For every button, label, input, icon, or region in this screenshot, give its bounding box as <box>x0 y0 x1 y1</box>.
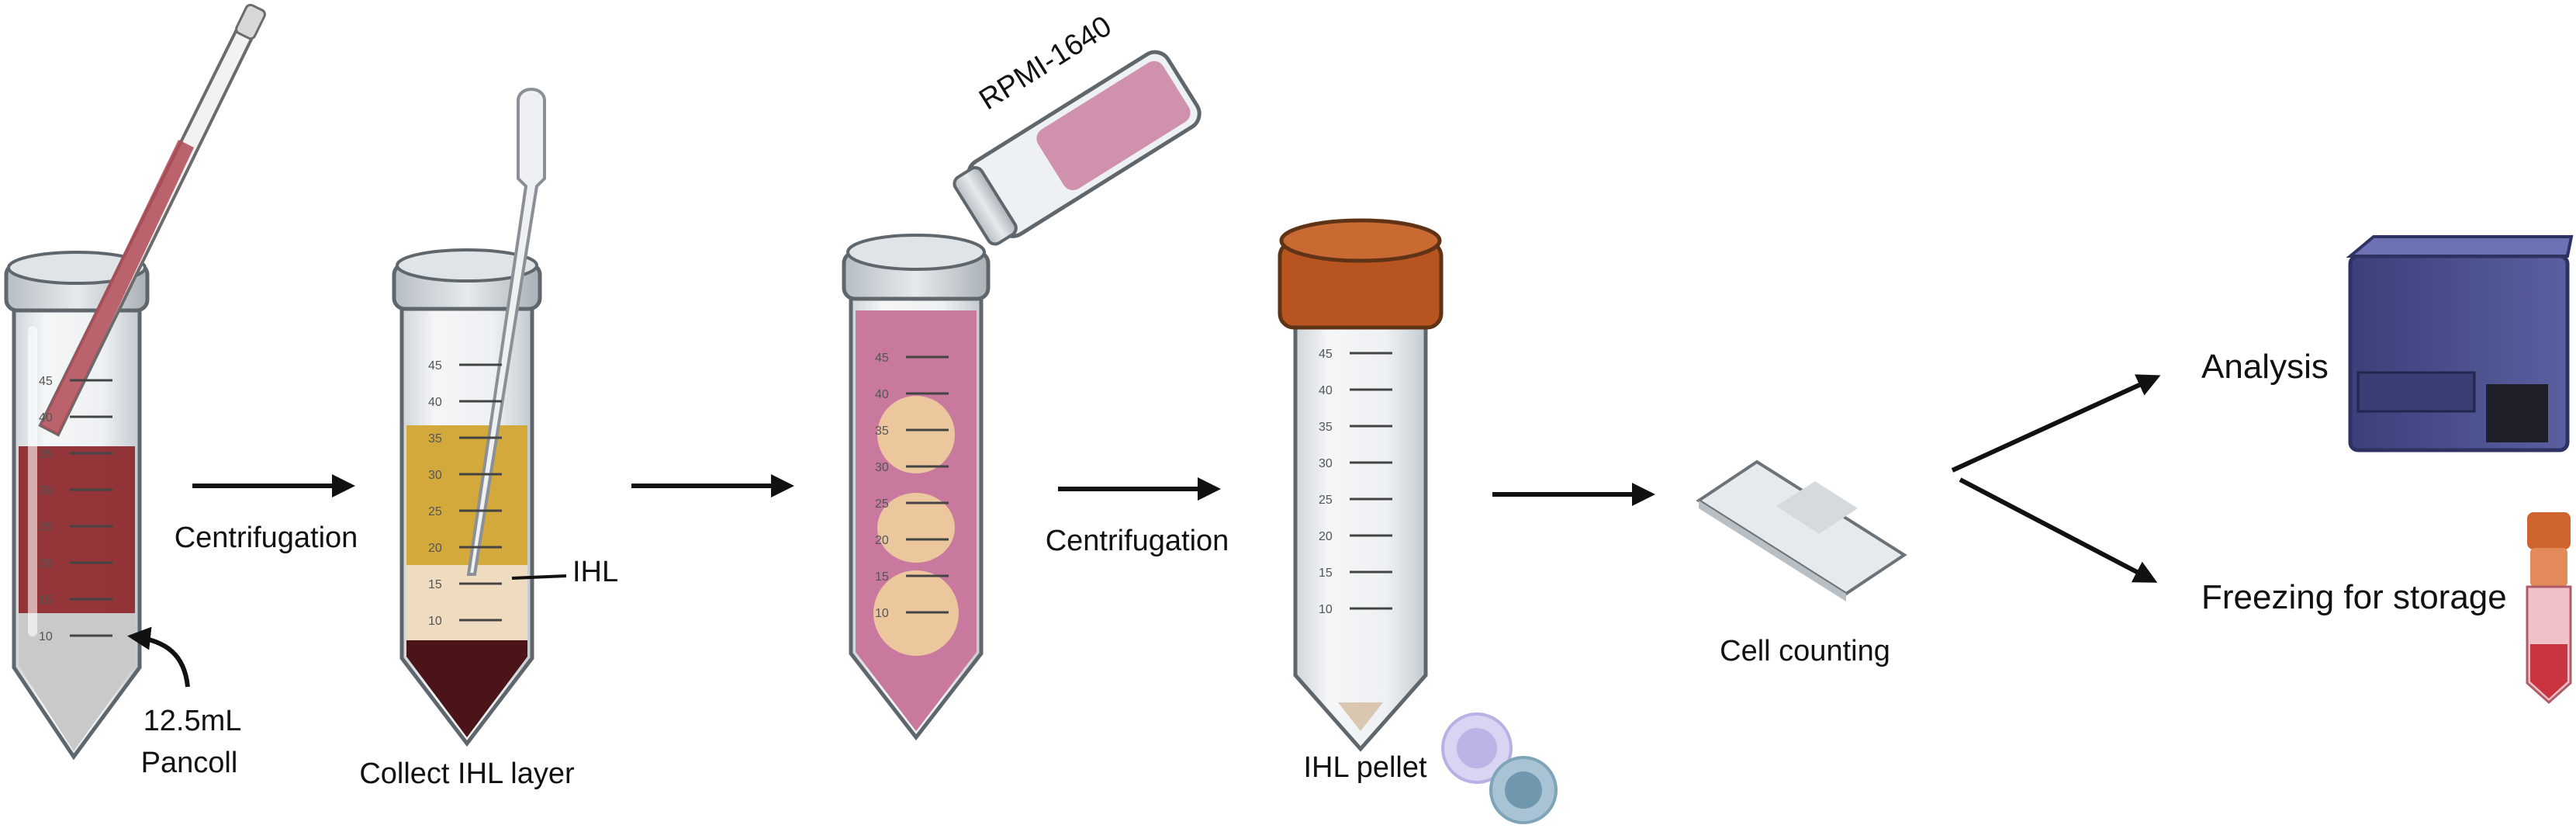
tube-1-graduation-label: 30 <box>39 484 53 497</box>
tube-4-graduation-label: 10 <box>1319 603 1333 616</box>
arrow-freezing <box>1959 477 2158 583</box>
ihl-layer-label: IHL <box>572 556 619 588</box>
tube-1-graduation-label: 40 <box>39 411 53 425</box>
tube-3-graduation-label: 25 <box>875 497 889 511</box>
tube-3-graduation-label: 40 <box>875 388 889 401</box>
tube-1-graduation-label: 20 <box>39 557 53 570</box>
tube-4-graduation-label: 15 <box>1319 567 1333 580</box>
tube-3-graduation-label: 35 <box>875 425 889 438</box>
tube-1-graduation-label: 45 <box>39 375 53 388</box>
tube-1-graduation-label: 10 <box>39 630 53 643</box>
tube-4-graduation-label: 30 <box>1319 457 1333 470</box>
serological-pipette-icon <box>38 3 266 437</box>
freezing-label: Freezing for storage <box>2201 578 2507 616</box>
tube-1-graduation-label: 35 <box>39 448 53 461</box>
pancoll-pointer <box>127 626 190 688</box>
tube-1-graduation-label: 25 <box>39 521 53 534</box>
tube-2-graduation-label: 40 <box>428 396 442 409</box>
centrifugation-label-2: Centrifugation <box>1045 525 1229 557</box>
tube-3-graduation-label: 15 <box>875 570 889 584</box>
tube-1 <box>4 251 150 761</box>
tube-3-graduation-label: 45 <box>875 352 889 365</box>
tube-2-graduation-label: 30 <box>428 469 442 482</box>
tube-2-graduation-label: 45 <box>428 359 442 373</box>
centrifugation-label-1: Centrifugation <box>174 522 358 554</box>
tube-2-graduation-label: 15 <box>428 578 442 591</box>
tube-2-graduation-label: 20 <box>428 542 442 555</box>
slide-icon <box>1696 459 1907 601</box>
tube-2-graduation-label: 35 <box>428 432 442 445</box>
flow-cytometer-icon <box>2346 235 2574 452</box>
tube-4-graduation-label: 20 <box>1319 530 1333 543</box>
pancoll-label: Pancoll <box>140 747 238 779</box>
tube-3-graduation-label: 10 <box>875 607 889 620</box>
tube-3-graduation-label: 20 <box>875 534 889 547</box>
tube-4-graduation-label: 25 <box>1319 494 1333 507</box>
tube-2 <box>392 248 542 747</box>
tube-4-graduation-label: 35 <box>1319 421 1333 434</box>
tube-4-graduation-label: 45 <box>1319 348 1333 361</box>
transfer-pipette-icon <box>466 88 546 576</box>
arrows <box>127 374 2161 688</box>
tube-2-graduation-label: 10 <box>428 615 442 628</box>
tube-4-graduation-label: 40 <box>1319 384 1333 397</box>
analysis-label: Analysis <box>2201 348 2329 386</box>
collect-ihl-label: Collect IHL layer <box>359 757 575 790</box>
cell-icon <box>1441 712 1558 824</box>
arrow-analysis <box>1951 374 2161 473</box>
tube-4 <box>1278 218 1444 752</box>
ihl-pellet-label: IHL pellet <box>1303 751 1427 784</box>
pancoll-volume-label: 12.5mL <box>143 705 242 737</box>
cell-counting-label: Cell counting <box>1720 635 1890 667</box>
rpmi-tube-icon <box>953 50 1202 246</box>
ihl-pointer <box>511 574 567 580</box>
cryovial-icon <box>2526 512 2572 705</box>
tube-2-graduation-label: 25 <box>428 505 442 518</box>
tube-3-graduation-label: 30 <box>875 461 889 474</box>
tube-1-graduation-label: 15 <box>39 594 53 607</box>
tube-3 <box>842 234 991 741</box>
